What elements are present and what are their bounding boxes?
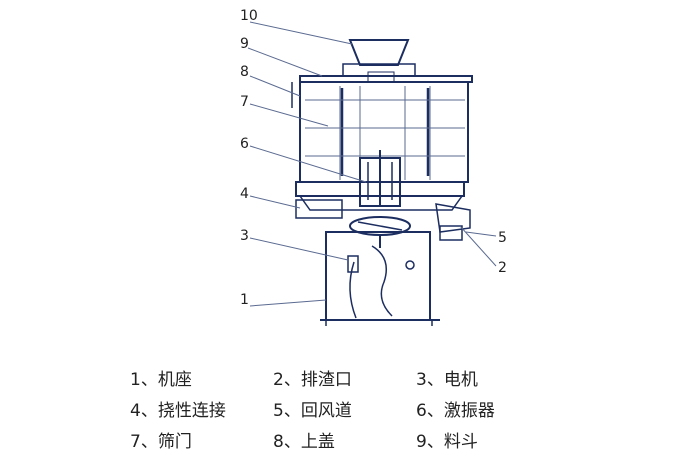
top-cover (291, 75, 473, 108)
callout-10: 10 (240, 8, 258, 24)
callout-6: 6 (240, 136, 249, 152)
callout-7: 7 (240, 94, 249, 110)
callout-5: 5 (498, 230, 507, 246)
legend-item: 9、料斗 (416, 432, 478, 452)
legend-item: 1、机座 (130, 370, 192, 390)
legend-row: 7、筛门 8、上盖 9、料斗 (130, 424, 570, 455)
base (320, 231, 440, 326)
flexible-connection (349, 216, 411, 236)
legend-row: 1、机座 2、排渣口 3、电机 (130, 362, 570, 393)
callout-2: 2 (498, 260, 507, 276)
legend-item: 2、排渣口 (273, 370, 352, 390)
machine-diagram: 10 9 8 7 6 4 3 1 5 2 (240, 8, 507, 326)
legend-item: 5、回风道 (273, 401, 352, 421)
legend-item: 7、筛门 (130, 432, 192, 452)
parts-legend: 1、机座 2、排渣口 3、电机 4、挠性连接 5、回风道 6、激振器 7、筛门 … (130, 362, 570, 455)
legend-item: 4、挠性连接 (130, 401, 226, 421)
callout-4: 4 (240, 186, 249, 202)
legend-item: 3、电机 (416, 370, 478, 390)
callout-1: 1 (240, 292, 249, 308)
callout-8: 8 (240, 64, 249, 80)
return-air-duct (435, 203, 471, 241)
legend-item: 8、上盖 (273, 432, 335, 452)
vibrator (359, 150, 401, 207)
callout-9: 9 (240, 36, 249, 52)
legend-row: 4、挠性连接 5、回风道 6、激振器 (130, 393, 570, 424)
leader-lines (247, 21, 497, 307)
platform (295, 181, 465, 219)
hopper (342, 39, 416, 77)
legend-item: 6、激振器 (416, 401, 495, 421)
screen-drum (299, 71, 469, 183)
callout-3: 3 (240, 228, 249, 244)
